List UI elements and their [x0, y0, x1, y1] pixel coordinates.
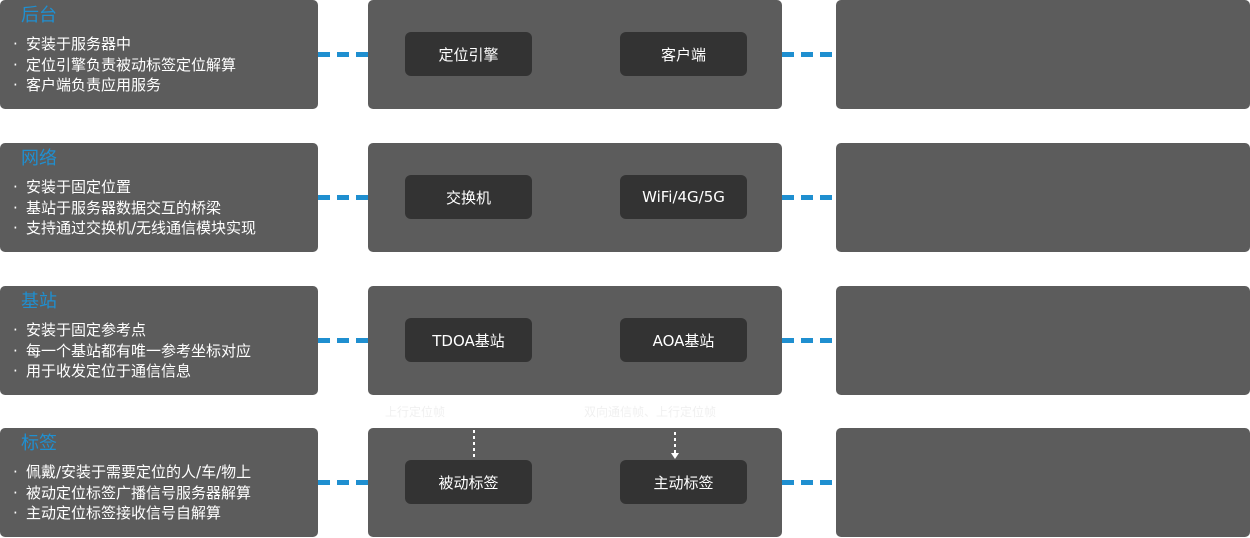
connector-right [782, 52, 832, 57]
tags-info-card: 标签 ·佩戴/安装于需要定位的人/车/物上 ·被动定位标签广播信号服务器解算 ·… [0, 428, 318, 537]
backend-info-card: 后台 ·安装于服务器中 ·定位引擎负责被动标签定位解算 ·客户端负责应用服务 [0, 0, 318, 109]
arrow-down-icon [671, 453, 679, 459]
bidirectional-frame-label: 双向通信帧、上行定位帧 [584, 405, 717, 419]
row-backend: 后台 ·安装于服务器中 ·定位引擎负责被动标签定位解算 ·客户端负责应用服务 定… [0, 0, 1250, 110]
base-station-extra-card [836, 286, 1250, 395]
connector-right [782, 480, 832, 485]
bidirectional-dotted-line [674, 432, 676, 454]
list-item: ·被动定位标签广播信号服务器解算 [13, 483, 252, 502]
tags-title: 标签 [21, 433, 57, 454]
network-description-list: ·安装于固定位置 ·基站于服务器数据交互的桥梁 ·支持通过交换机/无线通信模块实… [13, 177, 256, 239]
row-base-station: 基站 ·安装于固定参考点 ·每一个基站都有唯一参考坐标对应 ·用于收发定位于通信… [0, 286, 1250, 396]
switch-button[interactable]: 交换机 [405, 175, 532, 219]
list-item: ·主动定位标签接收信号自解算 [13, 504, 222, 522]
tdoa-base-station-button[interactable]: TDOA基站 [405, 318, 532, 362]
list-item: ·安装于固定位置 [13, 178, 132, 196]
aoa-base-station-button[interactable]: AOA基站 [620, 318, 747, 362]
connector-left [318, 195, 368, 200]
base-station-components-card: TDOA基站 AOA基站 [368, 286, 782, 395]
network-title: 网络 [21, 148, 57, 169]
list-item: ·支持通过交换机/无线通信模块实现 [13, 219, 257, 237]
passive-tag-button[interactable]: 被动标签 [405, 460, 532, 504]
backend-components-card: 定位引擎 客户端 [368, 0, 782, 109]
connector-left [318, 52, 368, 57]
list-item: ·安装于服务器中 [13, 35, 132, 53]
active-tag-button[interactable]: 主动标签 [620, 460, 747, 504]
list-item: ·佩戴/安装于需要定位的人/车/物上 [13, 463, 252, 481]
network-components-card: 交换机 WiFi/4G/5G [368, 143, 782, 252]
tags-extra-card [836, 428, 1250, 537]
backend-extra-card [836, 0, 1250, 109]
base-station-title: 基站 [21, 291, 57, 312]
tags-components-card: 被动标签 主动标签 [368, 428, 782, 537]
list-item: ·每一个基站都有唯一参考坐标对应 [13, 341, 252, 360]
connector-left [318, 338, 368, 343]
connector-right [782, 338, 832, 343]
tags-description-list: ·佩戴/安装于需要定位的人/车/物上 ·被动定位标签广播信号服务器解算 ·主动定… [13, 462, 251, 524]
uplink-dotted-line [473, 430, 475, 458]
wireless-button[interactable]: WiFi/4G/5G [620, 175, 747, 219]
list-item: ·基站于服务器数据交互的桥梁 [13, 198, 222, 217]
network-extra-card [836, 143, 1250, 252]
connector-left [318, 480, 368, 485]
base-station-description-list: ·安装于固定参考点 ·每一个基站都有唯一参考坐标对应 ·用于收发定位于通信信息 [13, 320, 251, 382]
row-network: 网络 ·安装于固定位置 ·基站于服务器数据交互的桥梁 ·支持通过交换机/无线通信… [0, 143, 1250, 253]
row-tags: 标签 ·佩戴/安装于需要定位的人/车/物上 ·被动定位标签广播信号服务器解算 ·… [0, 428, 1250, 538]
network-info-card: 网络 ·安装于固定位置 ·基站于服务器数据交互的桥梁 ·支持通过交换机/无线通信… [0, 143, 318, 252]
client-button[interactable]: 客户端 [620, 32, 747, 76]
connector-right [782, 195, 832, 200]
uplink-frame-label: 上行定位帧 [385, 405, 446, 419]
positioning-engine-button[interactable]: 定位引擎 [405, 32, 532, 76]
base-station-info-card: 基站 ·安装于固定参考点 ·每一个基站都有唯一参考坐标对应 ·用于收发定位于通信… [0, 286, 318, 395]
list-item: ·客户端负责应用服务 [13, 76, 162, 94]
backend-title: 后台 [21, 5, 57, 26]
backend-description-list: ·安装于服务器中 ·定位引擎负责被动标签定位解算 ·客户端负责应用服务 [13, 34, 236, 96]
list-item: ·用于收发定位于通信信息 [13, 362, 192, 380]
list-item: ·安装于固定参考点 [13, 321, 147, 339]
list-item: ·定位引擎负责被动标签定位解算 [13, 55, 237, 74]
